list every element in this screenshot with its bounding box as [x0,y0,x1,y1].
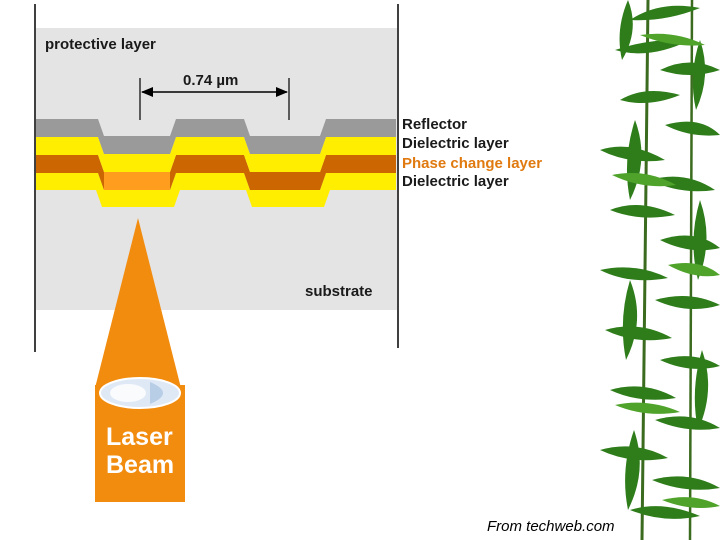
dielectric-bottom-label: Dielectric layer [402,173,509,190]
dielectric-top-label: Dielectric layer [402,135,509,152]
dimension-label: 0.74 µm [183,72,239,89]
substrate-label: substrate [305,283,373,300]
phase-change-label: Phase change layer [402,155,543,172]
dielectric-layer-top [36,137,396,172]
laser-label-line2: Beam [106,451,175,479]
bamboo-foliage [600,0,720,540]
laser-beam-label: Laser Beam [106,423,174,479]
reflector-layer [36,119,396,154]
laser-label-line1: Laser [106,423,173,451]
protective-layer-label: protective layer [45,36,156,53]
laser-cone [95,218,181,388]
dimension-arrow-left [141,87,153,97]
lens-highlight [110,384,146,402]
recorded-mark [104,172,170,190]
dimension-arrow-right [276,87,288,97]
source-caption: From techweb.com [487,518,615,535]
lens-shade [150,382,163,404]
reflector-label: Reflector [402,116,468,133]
dielectric-layer-bottom [36,173,396,207]
